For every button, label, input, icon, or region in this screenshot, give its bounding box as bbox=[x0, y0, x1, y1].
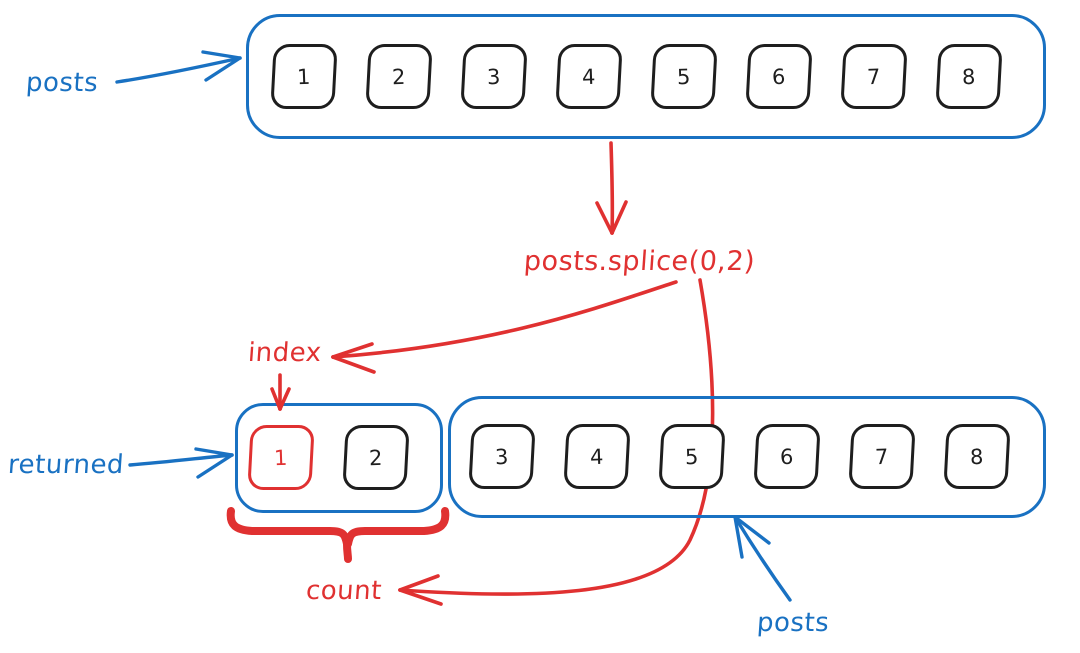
array-posts-original: 1 2 3 4 5 6 7 8 bbox=[246, 14, 1046, 139]
index-curve-arrow bbox=[331, 280, 678, 374]
index-down-arrow bbox=[270, 373, 291, 411]
array-posts-after-splice: 3 4 5 6 7 8 bbox=[448, 396, 1046, 518]
splice-down-arrow bbox=[595, 141, 628, 235]
array-shell-posts-after-splice bbox=[448, 396, 1046, 518]
count-brace bbox=[226, 507, 450, 563]
count-curve-arrow bbox=[398, 278, 715, 606]
array-shell-returned bbox=[235, 403, 443, 513]
label-count: count bbox=[304, 576, 383, 606]
label-returned: returned bbox=[6, 450, 126, 480]
posts-bottom-arrow bbox=[733, 515, 792, 602]
label-posts-bottom: posts bbox=[755, 608, 831, 638]
posts-top-arrow bbox=[115, 50, 242, 84]
array-returned: 1 2 bbox=[235, 403, 443, 513]
label-splice-call: posts.splice(0,2) bbox=[522, 246, 757, 277]
label-index: index bbox=[246, 338, 323, 368]
label-posts-top: posts bbox=[24, 68, 100, 98]
returned-arrow bbox=[128, 447, 234, 479]
array-shell-posts-original bbox=[246, 14, 1046, 139]
